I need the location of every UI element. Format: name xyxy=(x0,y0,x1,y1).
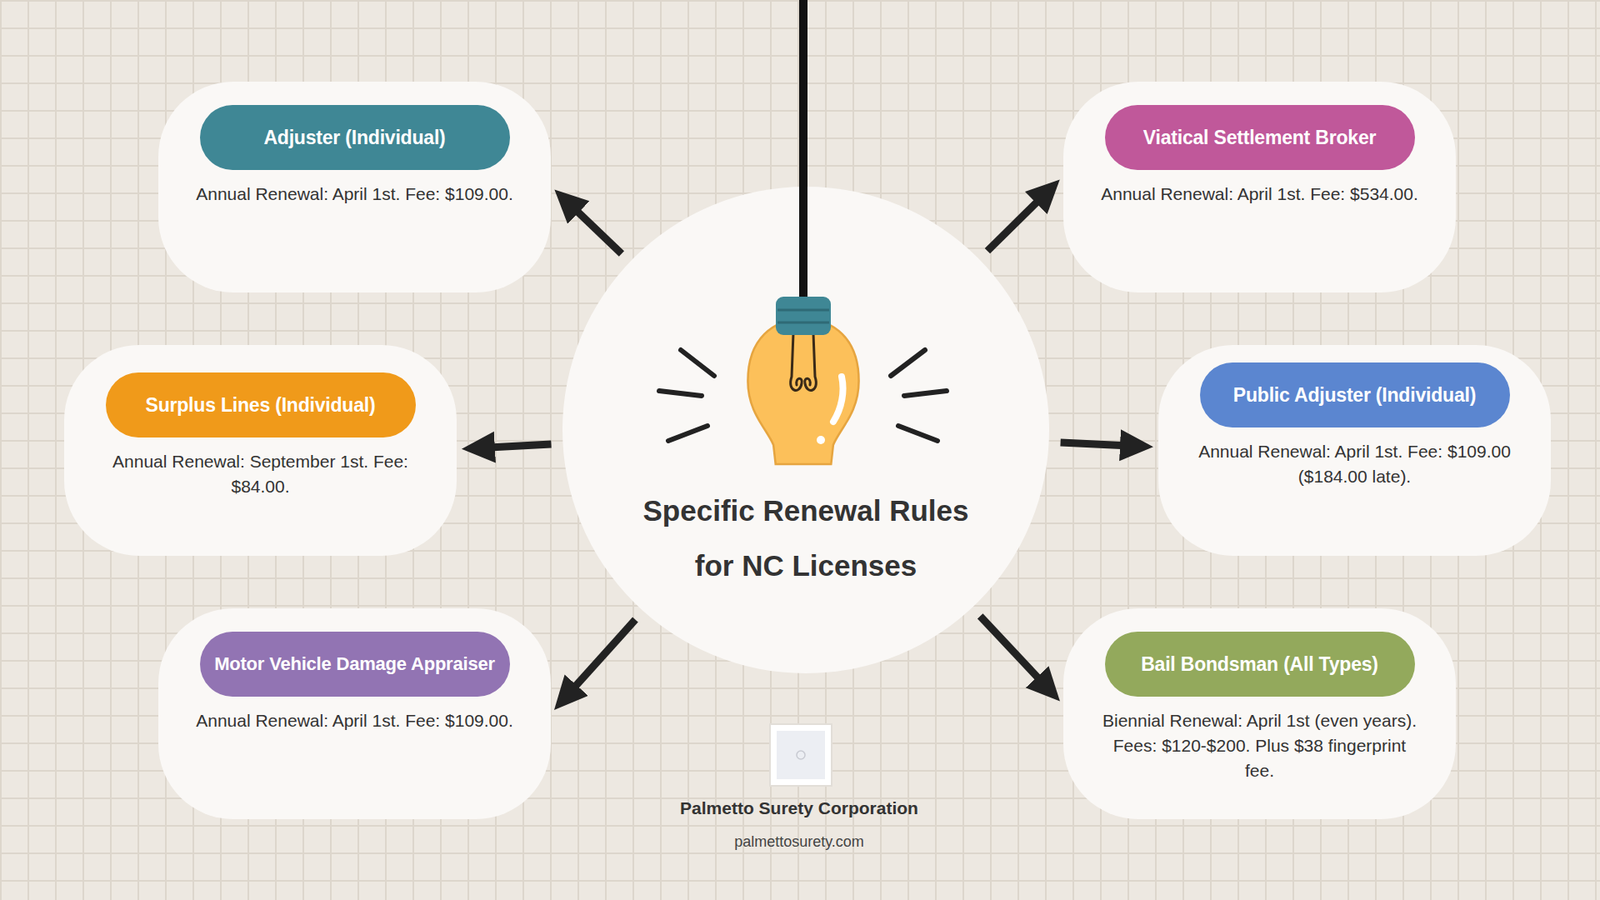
connector-arrow xyxy=(987,195,1044,251)
card-heading: Viatical Settlement Broker xyxy=(1143,126,1376,150)
connector-arrow xyxy=(980,615,1045,685)
card-box: Surplus Lines (Individual) Annual Renewal… xyxy=(64,345,457,556)
card-body-block: Annual Renewal: April 1st. Fee: $109.00. xyxy=(195,181,515,207)
socket-band xyxy=(777,321,830,325)
card-body: Annual Renewal: September 1st. Fee: $84.… xyxy=(100,449,421,500)
hanging-cord xyxy=(799,0,808,302)
logo-frame xyxy=(770,724,832,786)
footer-label: palmettosurety.com xyxy=(549,833,1050,851)
connector-arrow xyxy=(485,444,552,448)
card-header-pill: Adjuster (Individual) xyxy=(200,105,510,170)
card-box: Public Adjuster (Individual) Annual Renew… xyxy=(1158,345,1551,556)
bulb-filament xyxy=(790,333,817,390)
logo-image xyxy=(776,730,825,780)
logo-mark xyxy=(796,750,805,760)
card-header-pill: Viatical Settlement Broker xyxy=(1105,105,1415,170)
bulb-highlight xyxy=(833,376,844,422)
card-body: Annual Renewal: April 1st. Fee: $109.00 … xyxy=(1195,439,1515,490)
light-rays xyxy=(659,350,947,441)
bulb-glass xyxy=(747,319,859,465)
card-heading: Bail Bondsman (All Types) xyxy=(1140,653,1379,676)
card-body-block: Annual Renewal: April 1st. Fee: $534.00. xyxy=(1100,181,1420,207)
card-heading: Surplus Lines (Individual) xyxy=(145,394,376,417)
card-header-pill: Motor Vehicle Damage Appraiser xyxy=(200,631,510,697)
connector-arrow xyxy=(570,620,636,694)
connector-arrow xyxy=(571,205,622,255)
center-title: Specific Renewal Rules for NC Licenses xyxy=(622,483,990,594)
card-body-block: Annual Renewal: April 1st. Fee: $109.00. xyxy=(195,708,515,734)
card-body: Biennial Renewal: April 1st (even years)… xyxy=(1100,708,1420,784)
card-heading: Public Adjuster (Individual) xyxy=(1233,384,1476,407)
center-circle: Specific Renewal Rules for NC Licenses xyxy=(562,186,1050,674)
card-header-pill: Bail Bondsman (All Types) xyxy=(1105,631,1415,697)
card-box: Motor Vehicle Damage AppraiserAnnual Ren… xyxy=(158,608,551,820)
card-header-pill: Public Adjuster (Individual) xyxy=(1200,362,1510,428)
bulb-socket xyxy=(775,296,831,335)
card-box: Adjuster (Individual) Annual Renewal: Apr… xyxy=(158,81,551,293)
socket-band xyxy=(777,309,830,312)
card-body: Annual Renewal: April 1st. Fee: $534.00. xyxy=(1100,181,1420,207)
card-body-block: Biennial Renewal: April 1st (even years)… xyxy=(1100,708,1420,784)
card-body-block: Annual Renewal: April 1st. Fee: $109.00 … xyxy=(1195,439,1515,490)
center-title-block: Specific Renewal Rules for NC Licenses xyxy=(622,483,990,594)
card-heading: Motor Vehicle Damage Appraiser xyxy=(214,653,495,675)
card-heading: Adjuster (Individual) xyxy=(263,126,445,150)
card-body-block: Annual Renewal: September 1st. Fee: $84.… xyxy=(100,449,421,500)
card-header-pill: Surplus Lines (Individual) xyxy=(105,372,416,438)
connector-arrow xyxy=(1060,442,1130,446)
card-body: Annual Renewal: April 1st. Fee: $109.00. xyxy=(195,181,515,207)
card-box: Viatical Settlement BrokerAnnual Renewal… xyxy=(1063,81,1456,293)
bulb-highlight-dot xyxy=(816,435,825,445)
card-box: Bail Bondsman (All Types) Biennial Renewa… xyxy=(1063,608,1456,820)
footer-label: Palmetto Surety Corporation xyxy=(549,798,1050,819)
card-body: Annual Renewal: April 1st. Fee: $109.00. xyxy=(195,708,515,734)
